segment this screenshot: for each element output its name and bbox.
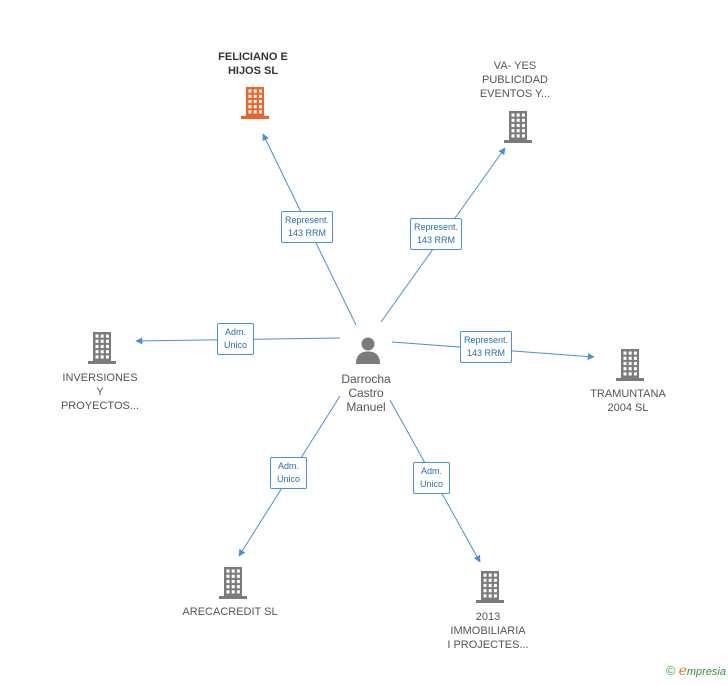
edge-label-inversiones[interactable]: Adm.Unico [217,323,255,355]
edge-label-immobiliaria[interactable]: Adm.Unico [413,462,451,494]
brand-name: mpresia [686,666,726,678]
company-label-vayes[interactable]: VA- YES PUBLICIDAD EVENTOS Y... [479,60,551,100]
building-icon[interactable] [474,570,506,604]
edge-label-vayes[interactable]: Represent.143 RRM [410,218,463,250]
edge-label-arecacredit[interactable]: Adm.Unico [270,457,308,489]
building-icon[interactable] [239,86,271,120]
copyright-icon: © [665,663,676,678]
brand-initial: e [678,663,687,679]
company-label-tramuntana[interactable]: TRAMUNTANA 2004 SL [590,388,666,414]
building-icon[interactable] [502,110,534,144]
company-label-feliciano[interactable]: FELICIANO E HIJOS SL [218,51,288,77]
person-name-label[interactable]: Darrocha Castro Manuel [341,372,391,414]
company-label-arecacredit[interactable]: ARECACREDIT SL [182,606,278,618]
edge-label-feliciano[interactable]: Represent.143 RRM [281,211,334,243]
building-icon[interactable] [614,348,646,382]
building-icon[interactable] [86,331,118,365]
edge-label-tramuntana[interactable]: Represent.143 RRM [460,331,513,363]
company-label-inversiones[interactable]: INVERSIONES Y PROYECTOS... [60,372,140,412]
copyright-credit: © empresia [666,663,726,679]
building-icon[interactable] [217,566,249,600]
company-label-immobiliaria[interactable]: 2013 IMMOBILIARIA I PROJECTES... [447,611,529,651]
person-icon[interactable] [353,335,383,365]
